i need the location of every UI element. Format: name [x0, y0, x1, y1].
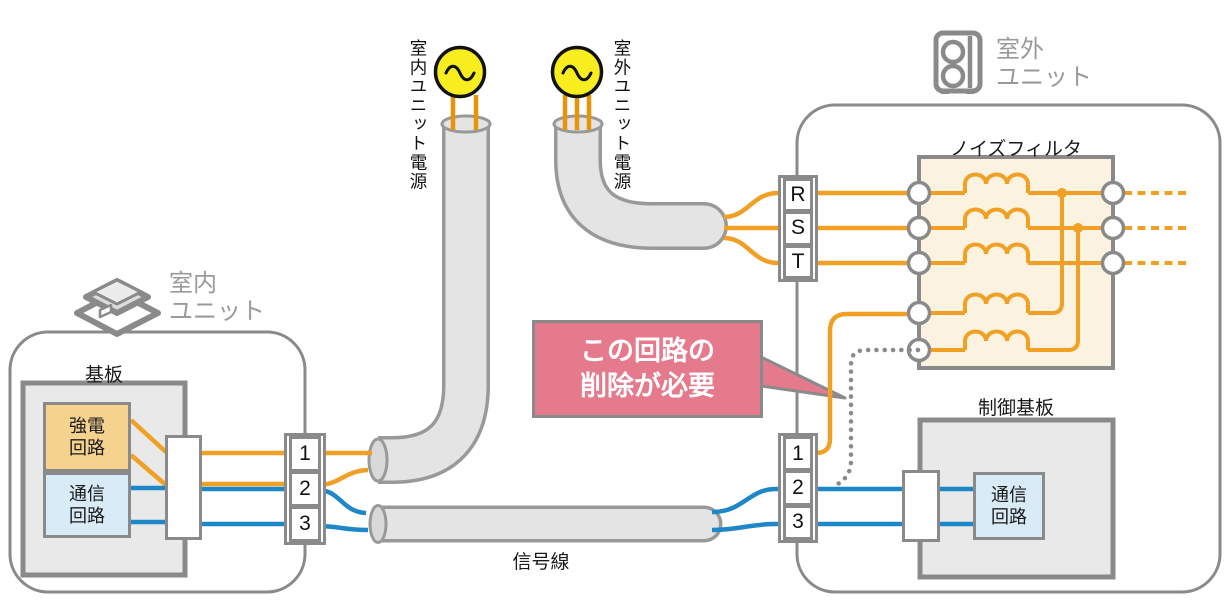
junction-dot: [1057, 188, 1067, 198]
inductor-coil: [963, 207, 1030, 228]
power-circuit-box: 強電 回路: [43, 402, 131, 472]
power-wires: [129, 190, 919, 488]
inductor-coil: [963, 172, 1030, 193]
indoor-board-connector: [165, 435, 202, 540]
ac-source-leads: [450, 95, 592, 130]
control-board-connector: [902, 470, 940, 542]
control-board-label: 制御基板: [977, 398, 1054, 419]
outdoor-power-cable: [552, 114, 728, 250]
outdoor-terminal-2: 2: [783, 470, 813, 506]
indoor-unit-label: 室内 ユニット: [169, 270, 265, 326]
outdoor-unit-icon: [933, 30, 983, 94]
indoor-terminal-3: 3: [289, 506, 321, 542]
outdoor-terminal-3: 3: [783, 504, 813, 540]
indoor-power-label: 室内ユニット電源: [408, 39, 428, 191]
junction-dot: [1073, 223, 1083, 233]
signal-line-label: 信号線: [512, 552, 570, 573]
outdoor-ac-source-icon: [550, 45, 604, 99]
indoor-unit-icon: [74, 278, 161, 337]
indoor-terminal-block: 1 2 3: [284, 433, 326, 545]
outdoor-power-terminal-block: R S T: [778, 175, 818, 282]
noise-filter-label: ノイズフィルタ: [949, 139, 1083, 160]
circuit-to-remove-dotted-wire: [833, 347, 921, 488]
signal-line-cable: [368, 504, 723, 544]
indoor-terminal-1: 1: [289, 436, 321, 472]
outdoor-unit-label: 室外 ユニット: [996, 36, 1092, 92]
outdoor-terminal-1: 1: [783, 436, 813, 472]
outdoor-comm-circuit-box: 通信 回路: [973, 472, 1045, 540]
noise-filter-terminals: [906, 180, 1126, 363]
inductor-coil: [963, 292, 1030, 313]
outdoor-terminal-block: 1 2 3: [778, 433, 818, 543]
indoor-terminal-2: 2: [289, 471, 321, 507]
terminal-T: T: [783, 244, 813, 279]
indoor-ac-source-icon: [433, 45, 487, 99]
inductor-coil: [963, 242, 1030, 263]
terminal-R: R: [783, 178, 813, 213]
terminal-S: S: [783, 211, 813, 246]
remove-circuit-callout: この回路の 削除が必要: [532, 320, 763, 418]
indoor-comm-circuit-box: 通信 回路: [43, 472, 131, 538]
indoor-board-label: 基板: [84, 365, 123, 386]
outdoor-power-label: 室外ユニット電源: [612, 39, 632, 191]
inductor-coil: [963, 329, 1030, 350]
